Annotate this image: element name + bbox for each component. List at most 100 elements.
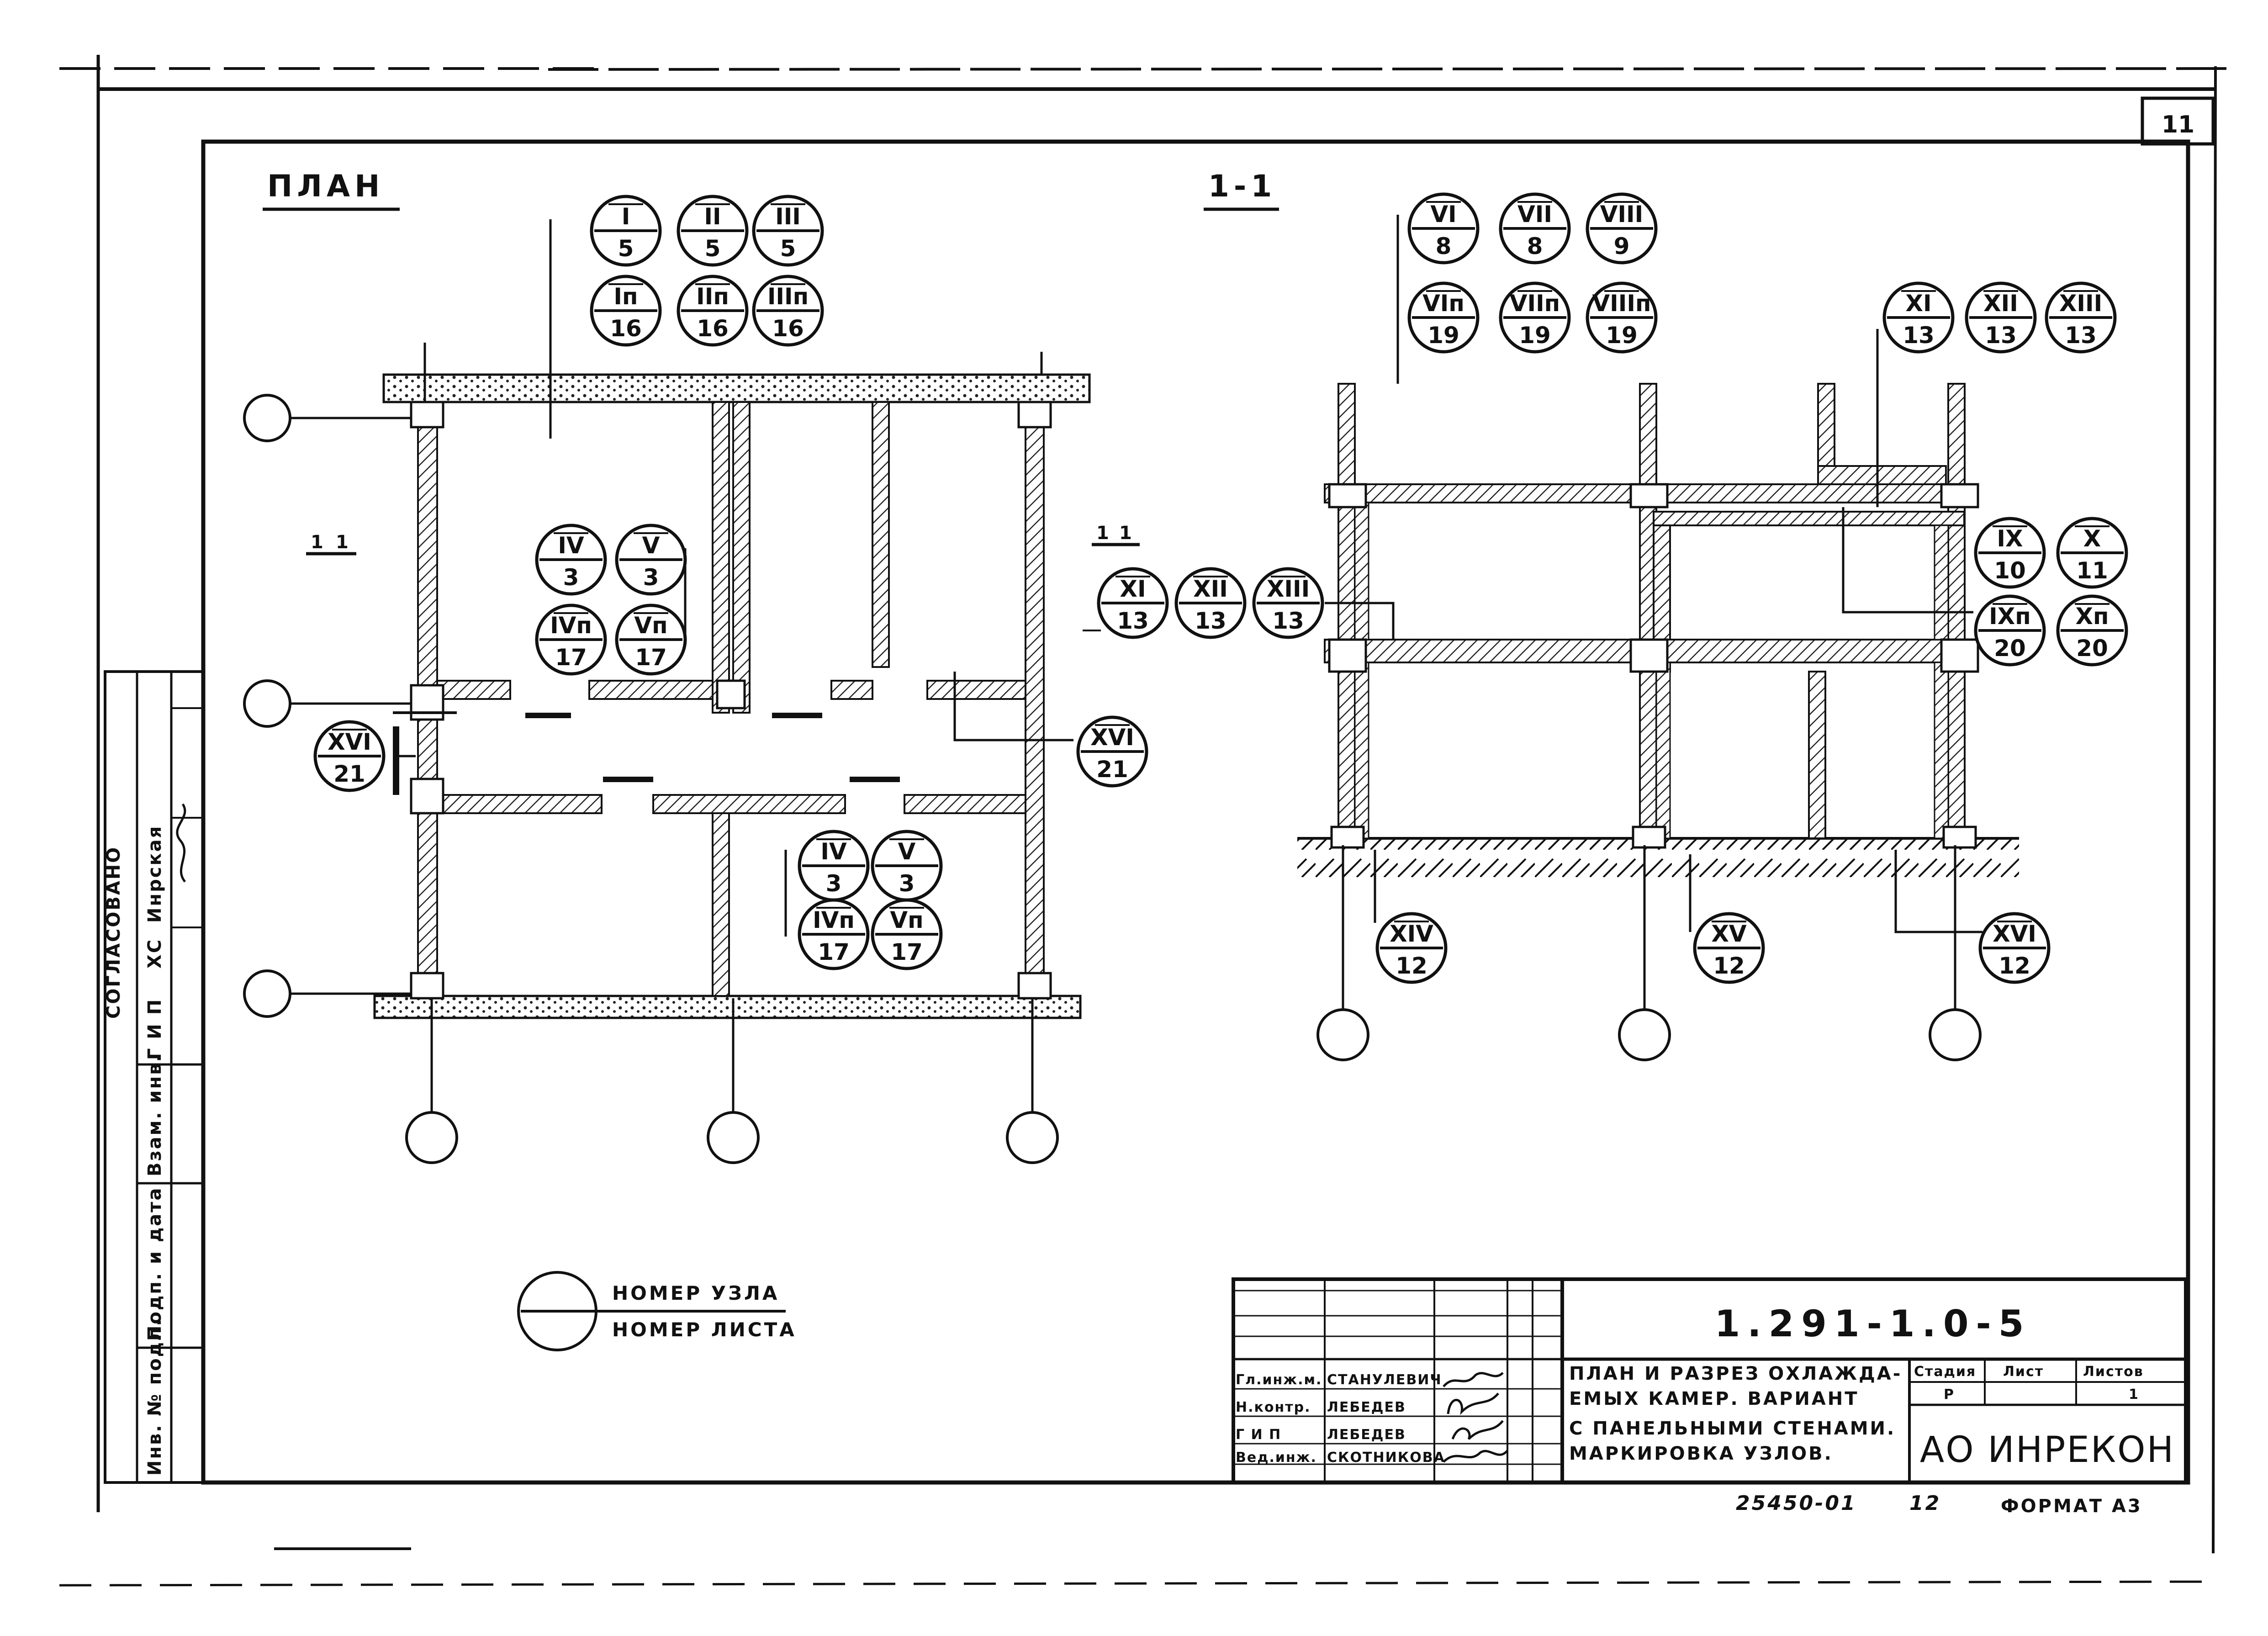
agreed-label: СОГЛАСОВАНО bbox=[103, 846, 124, 1019]
staff-role-1: Гл.инж.м. bbox=[1236, 1372, 1322, 1388]
node-callout: XVI 12 bbox=[1978, 912, 2051, 984]
node-callout: I5 bbox=[590, 195, 662, 267]
signature-2 bbox=[1447, 1392, 1499, 1415]
node-number: XIV bbox=[1390, 921, 1433, 947]
page-number: 11 bbox=[2162, 111, 2194, 138]
staff-name-2: ЛЕБЕДЕВ bbox=[1327, 1399, 1406, 1415]
node-number: V bbox=[642, 532, 660, 559]
node-callout: V3 bbox=[871, 830, 943, 902]
plan-bottom-slab bbox=[373, 995, 1082, 1019]
sheet-header: Лист bbox=[2003, 1364, 2044, 1380]
sheet-number: 13 bbox=[1117, 608, 1149, 634]
footer: 25450-01 12 ФОРМАТ А3 bbox=[1736, 1492, 2142, 1517]
sheet-number: 3 bbox=[899, 870, 915, 897]
sheet-number: 16 bbox=[610, 315, 642, 342]
sheets-header: Листов bbox=[2083, 1364, 2144, 1380]
node-number: Xп bbox=[2075, 603, 2109, 630]
node-number: Vп bbox=[890, 907, 923, 933]
node-callout: VI8 bbox=[1407, 192, 1480, 265]
sheet-number: 17 bbox=[891, 939, 923, 965]
node-callout: III 5 bbox=[752, 195, 824, 267]
legend: НОМЕР УЗЛА НОМЕР ЛИСТА bbox=[517, 1271, 797, 1351]
node-callout: V3 bbox=[615, 524, 687, 596]
signature-side bbox=[176, 803, 186, 883]
node-number: Vп bbox=[634, 612, 667, 639]
footer-code: 25450-01 bbox=[1736, 1492, 1857, 1515]
plan-title: ПЛАН bbox=[263, 169, 400, 211]
node-callouts: I5II5III5Iп16IIп16IIIп16IV3V3IVп17Vп17IV… bbox=[313, 192, 2128, 984]
sheet-number: 19 bbox=[1606, 322, 1638, 349]
node-number: XVI bbox=[1993, 921, 2036, 947]
node-number: Iп bbox=[613, 283, 638, 310]
node-callout: XIV 12 bbox=[1375, 912, 1448, 984]
sheet-number: 21 bbox=[333, 761, 365, 787]
footer-page: 12 bbox=[1909, 1492, 1941, 1515]
node-number: VIIп bbox=[1510, 290, 1560, 317]
section-marker-right: 1 1 bbox=[1092, 523, 1140, 546]
doc-number: 1.291-1.0-5 bbox=[1715, 1302, 2031, 1345]
inv-replace-label: Взам. инв. bbox=[144, 1054, 165, 1176]
staff-name-4: СКОТНИКОВА bbox=[1327, 1450, 1445, 1466]
node-number: IIп bbox=[696, 283, 729, 310]
staff-role-2: Н.контр. bbox=[1236, 1399, 1311, 1415]
sheet-number: 13 bbox=[1985, 322, 2017, 349]
sheet-number: 3 bbox=[563, 564, 579, 591]
sheet-number: 13 bbox=[1903, 322, 1935, 349]
xc-label: ХС bbox=[144, 938, 165, 969]
node-number: VI bbox=[1430, 201, 1456, 228]
staff-role-3: Г И П bbox=[1236, 1427, 1281, 1443]
plan-top-slab bbox=[382, 373, 1091, 403]
section-title: 1-1 bbox=[1204, 169, 1279, 211]
sheet-number: 3 bbox=[826, 870, 842, 897]
sheet-number: 12 bbox=[1396, 953, 1427, 979]
sheet-number: 13 bbox=[1195, 608, 1227, 634]
node-callout: X11 bbox=[2056, 517, 2128, 589]
node-callout: Iп 16 bbox=[590, 275, 662, 347]
node-number: IVп bbox=[550, 612, 592, 639]
sheet-number: 9 bbox=[1614, 233, 1630, 259]
signature-1 bbox=[1443, 1372, 1504, 1387]
node-number: XII bbox=[1983, 290, 2018, 317]
sheet-number: 13 bbox=[1272, 608, 1304, 634]
sheet-number: 16 bbox=[697, 315, 729, 342]
legend-bottom: НОМЕР ЛИСТА bbox=[612, 1318, 797, 1341]
sheet-number: 17 bbox=[635, 644, 667, 671]
staff-name-3: ЛЕБЕДЕВ bbox=[1327, 1427, 1406, 1443]
inv-orig-label: Инв. № подл. bbox=[144, 1318, 165, 1476]
organization: АО ИНРЕКОН bbox=[1920, 1430, 2175, 1471]
sheets-value: 1 bbox=[2129, 1387, 2139, 1403]
footer-format: ФОРМАТ А3 bbox=[2001, 1496, 2142, 1517]
sheet-number: 5 bbox=[780, 235, 796, 262]
svg-text:1: 1 bbox=[1119, 523, 1134, 544]
stage-value: Р bbox=[1944, 1387, 1955, 1403]
node-number: X bbox=[2083, 525, 2101, 552]
svg-text:1: 1 bbox=[1096, 523, 1111, 544]
sheet-number: 13 bbox=[2065, 322, 2097, 349]
sheet-number: 16 bbox=[772, 315, 804, 342]
node-number: IV bbox=[558, 532, 584, 559]
page-number-box: 11 bbox=[2141, 96, 2215, 146]
legend-top: НОМЕР УЗЛА bbox=[612, 1282, 779, 1304]
description-line-4: МАРКИРОВКА УЗЛОВ. bbox=[1569, 1443, 1833, 1464]
node-number: XVI bbox=[1090, 724, 1134, 751]
sheet-number: 19 bbox=[1427, 322, 1459, 349]
sheet-number: 5 bbox=[705, 235, 721, 262]
sheet-number: 12 bbox=[1998, 953, 2030, 979]
node-number: III bbox=[775, 203, 801, 230]
node-number: IXп bbox=[1989, 603, 2031, 630]
node-callout: XII 13 bbox=[1965, 281, 2037, 354]
node-callout: IV 3 bbox=[535, 524, 607, 596]
